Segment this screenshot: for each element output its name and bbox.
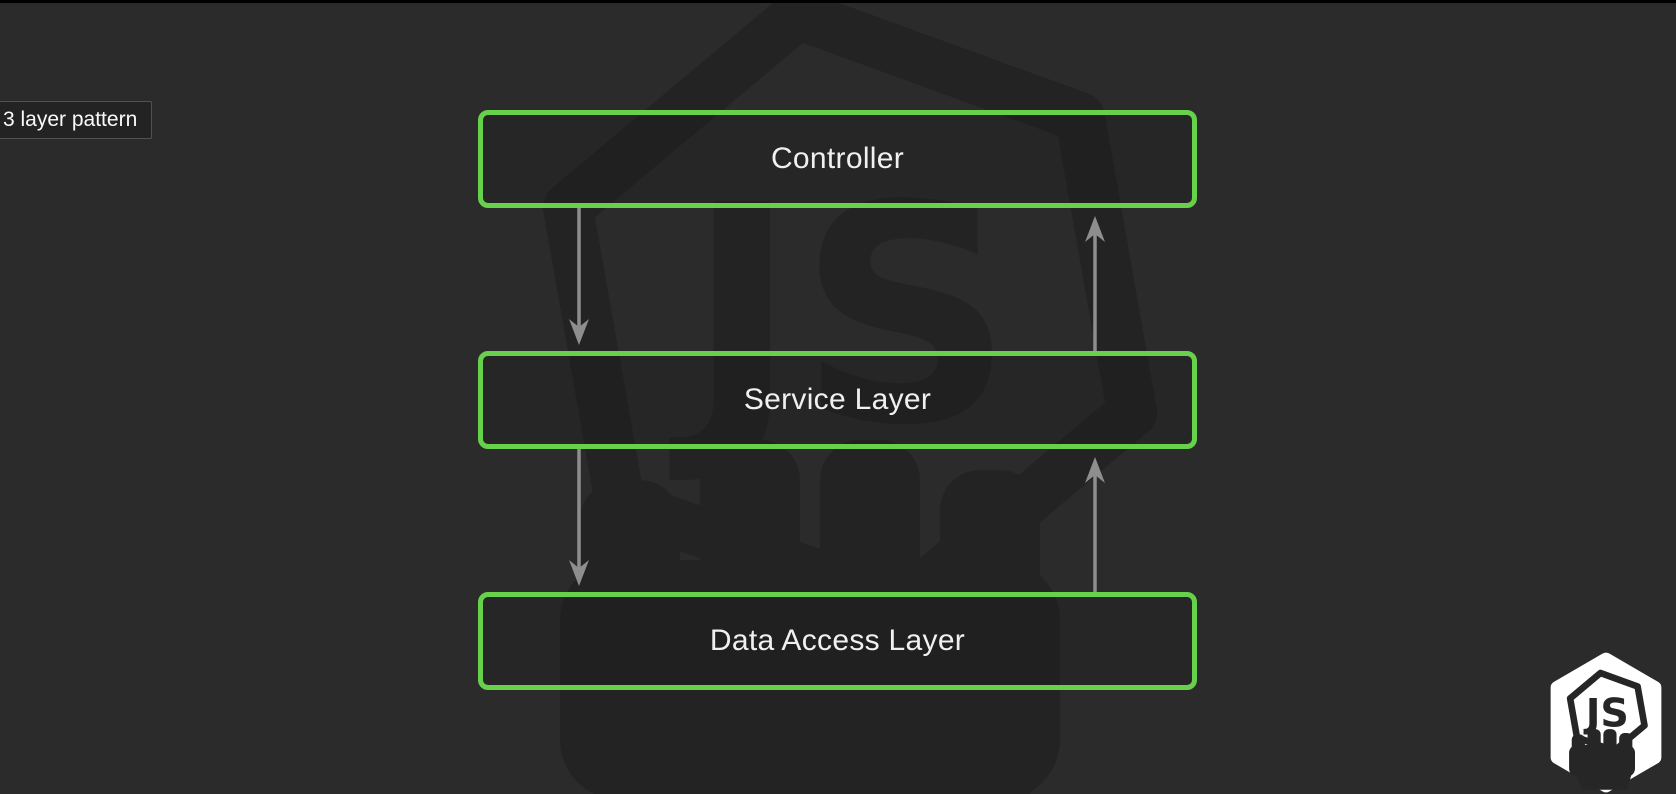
node-controller-label: Controller (770, 142, 905, 175)
edge-service-to-data-access-arrow-down (569, 449, 589, 586)
tooltip-label: 3 layer pattern (3, 108, 138, 131)
edge-controller-to-service-arrow-down (569, 208, 589, 345)
js-fist-logo: JS (1550, 652, 1662, 793)
node-data-access-layer: Data Access Layer (478, 592, 1197, 690)
node-service-layer: Service Layer (478, 351, 1197, 449)
edge-service-to-controller-arrow-up (1085, 216, 1105, 351)
top-edge-strip (0, 0, 1676, 3)
logo-js-text: JS (1583, 690, 1629, 736)
edge-data-access-to-service-arrow-up (1085, 457, 1105, 592)
diagram-title-tooltip: 3 layer pattern (0, 101, 153, 139)
node-service-layer-label: Service Layer (743, 383, 932, 416)
node-data-access-layer-label: Data Access Layer (709, 624, 966, 657)
node-controller: Controller (478, 110, 1197, 208)
